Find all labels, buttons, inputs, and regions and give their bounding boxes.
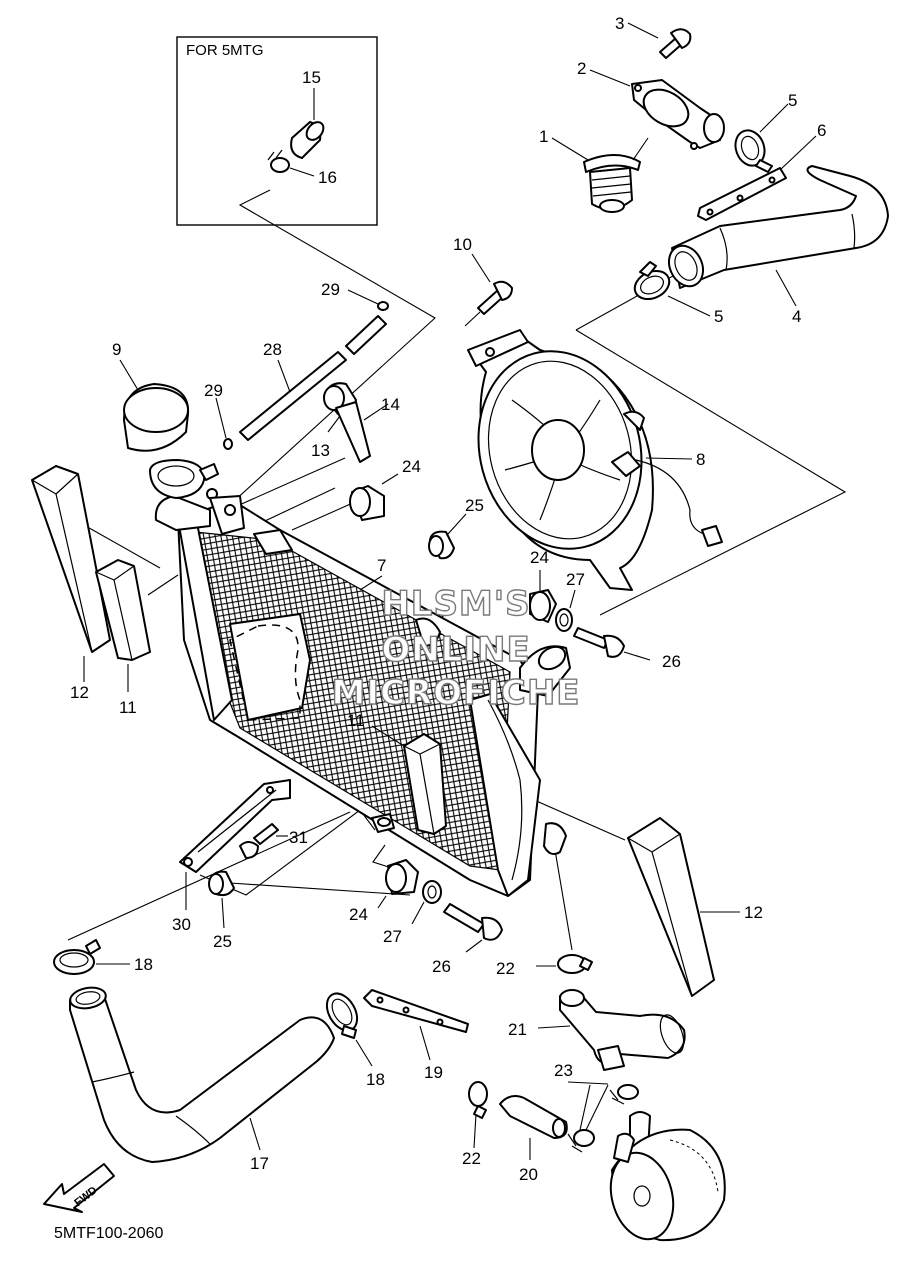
part-27-washer-upper: [555, 589, 576, 632]
callout-numbers: 3 2 1 5 6 5 4 15 16 10 29 28 9 29 14 13 …: [70, 14, 826, 1184]
part-8-fan: [467, 329, 723, 591]
callout-20: 20: [519, 1165, 538, 1184]
part-18-clamp-left: [53, 939, 130, 975]
callout-25-lower: 25: [213, 932, 232, 951]
callout-4: 4: [792, 307, 801, 326]
inset-title: FOR 5MTG: [186, 42, 264, 59]
part-3-bolt: [659, 28, 692, 59]
callout-24-mid: 24: [530, 548, 549, 567]
part-11-foam-left: [83, 559, 151, 692]
part-10-bolt: [464, 280, 513, 327]
callout-25-upper: 25: [465, 496, 484, 515]
part-5-clamp-upper: [734, 129, 773, 173]
inset-5mtg: FOR 5MTG: [176, 36, 378, 226]
fwd-arrow-icon: FWD: [43, 1163, 115, 1213]
callout-6: 6: [817, 121, 826, 140]
callout-31: 31: [289, 828, 308, 847]
part-17-hose: [69, 986, 335, 1163]
callout-27-upper: 27: [566, 570, 585, 589]
part-5-clamp-lower: [633, 261, 671, 301]
part-30-bracket: [179, 779, 291, 910]
callout-2: 2: [577, 59, 586, 78]
callout-22-lower: 22: [462, 1149, 481, 1168]
part-29-clip-lower: [215, 397, 233, 450]
callout-7: 7: [377, 556, 386, 575]
part-6-bracket: [697, 167, 787, 221]
callout-5-upper: 5: [788, 91, 797, 110]
callout-15: 15: [302, 68, 321, 87]
callout-9: 9: [112, 340, 121, 359]
callout-14: 14: [381, 395, 400, 414]
part-24-grommet-mid: [529, 570, 557, 623]
part-1-thermostat: [583, 137, 649, 213]
callout-17: 17: [250, 1154, 269, 1173]
part-29-clip-upper: [347, 289, 389, 311]
part-28-pipe: [239, 315, 387, 441]
callout-8: 8: [696, 450, 705, 469]
part-26-bolt-lower: [443, 903, 503, 953]
part-14-plate: [327, 401, 389, 463]
callout-5-lower: 5: [714, 307, 723, 326]
diagram-code: 5MTF100-2060: [54, 1225, 163, 1242]
part-4-hose: [667, 165, 889, 289]
callout-21: 21: [508, 1020, 527, 1039]
callout-28: 28: [263, 340, 282, 359]
part-24-grommet-lower: [377, 859, 419, 909]
part-23-clip-lower: [567, 1081, 609, 1153]
callout-10: 10: [453, 235, 472, 254]
part-20-hose: [499, 1095, 568, 1160]
part-22-clamp-upper: [536, 954, 593, 974]
part-18-clamp-right: [325, 992, 373, 1067]
callout-27-lower: 27: [383, 927, 402, 946]
part-31-bolt: [239, 823, 288, 859]
callout-11-left: 11: [119, 698, 137, 717]
part-25-collar-upper: [428, 513, 467, 560]
callout-16: 16: [318, 168, 337, 187]
callout-11-center: 11: [347, 711, 365, 730]
part-22-clamp-lower: [468, 1081, 488, 1149]
part-16-clip: [267, 149, 290, 173]
watermark-line-2: ONLINE: [381, 630, 530, 670]
watermark-line-3: MICROFICHE: [331, 673, 580, 713]
oil-cooler: [609, 1111, 726, 1242]
part-26-bolt-upper: [573, 627, 651, 661]
callout-12-right: 12: [744, 903, 763, 922]
callout-22-upper: 22: [496, 959, 515, 978]
callout-24-upper: 24: [402, 457, 421, 476]
callout-3: 3: [615, 14, 624, 33]
callout-13: 13: [311, 441, 330, 460]
part-25-collar-lower: [208, 870, 235, 929]
callout-26-upper: 26: [662, 652, 681, 671]
callout-29-lower: 29: [204, 381, 223, 400]
part-12-foam-right: [627, 817, 740, 997]
callout-18-right: 18: [366, 1070, 385, 1089]
part-21-hose: [537, 989, 686, 1071]
callout-29-upper: 29: [321, 280, 340, 299]
watermark: HLSM'S ONLINE MICROFICHE: [331, 583, 580, 713]
callout-1: 1: [539, 127, 548, 146]
part-19-bracket: [363, 989, 469, 1061]
callout-26-lower: 26: [432, 957, 451, 976]
callout-18-left: 18: [134, 955, 153, 974]
part-2-thermostat-cover: [631, 79, 725, 150]
part-23-clip-upper: [609, 1084, 639, 1105]
callout-24-lower: 24: [349, 905, 368, 924]
callout-30: 30: [172, 915, 191, 934]
part-15-hose: [290, 121, 325, 159]
watermark-line-1: HLSM'S: [381, 584, 530, 624]
part-24-grommet-upper: [349, 473, 399, 521]
part-27-washer-lower: [411, 880, 442, 925]
callout-12-left: 12: [70, 683, 89, 702]
callout-23: 23: [554, 1061, 573, 1080]
part-11-foam-center: [371, 725, 447, 835]
part-9-radiator-cap: [119, 359, 190, 452]
part-12-foam-left: [31, 465, 111, 653]
callout-19: 19: [424, 1063, 443, 1082]
